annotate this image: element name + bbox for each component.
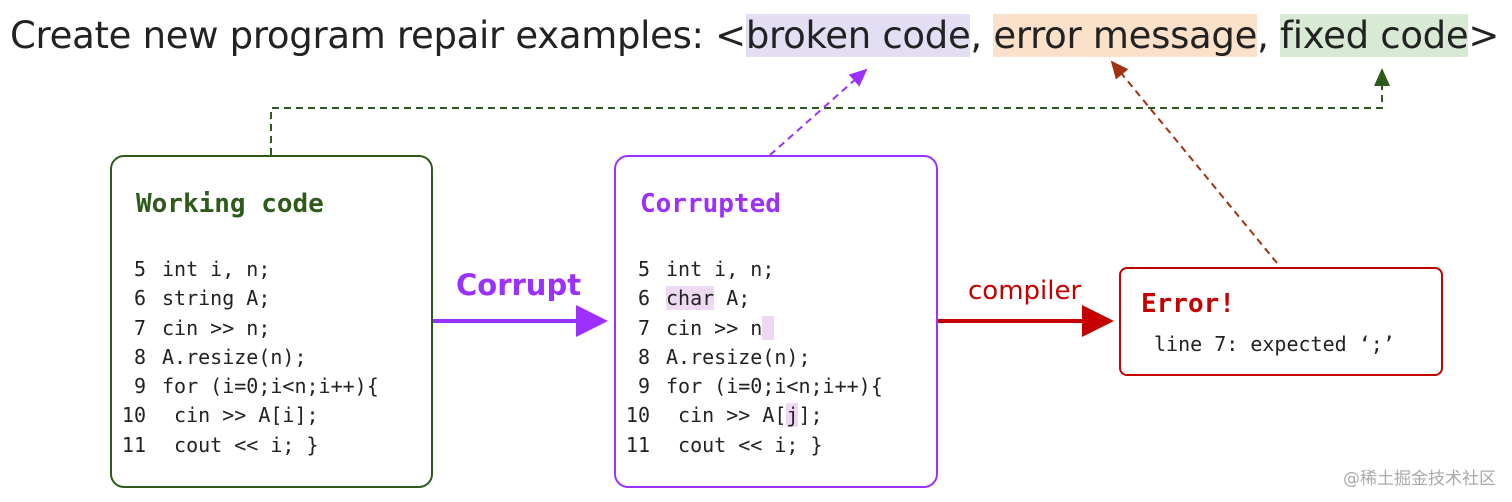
code-line: 10 cin >> A[j]; bbox=[616, 401, 883, 430]
line-text: int i, n; bbox=[162, 257, 271, 281]
corrupted-code-lines: 5 int i, n; 6 char A; 7 cin >> n 8 A.resize(n)… bbox=[616, 255, 883, 460]
line-text: cout << i; } bbox=[666, 432, 823, 457]
sep: , bbox=[970, 14, 994, 57]
line-text: A.resize(n); bbox=[162, 344, 307, 369]
error-box: Error! line 7: expected ‘;’ bbox=[1119, 267, 1443, 376]
green-dashed-arrow bbox=[270, 68, 1390, 155]
headline-prefix: Create new program repair examples: < bbox=[10, 14, 746, 57]
line-text: cin >> A[ bbox=[666, 403, 787, 428]
line-number: 9 bbox=[133, 374, 146, 399]
code-line: 10 cin >> A[i]; bbox=[112, 401, 379, 430]
line-text: for (i=0;i<n;i++){ bbox=[162, 374, 379, 399]
headline-suffix: > bbox=[1468, 14, 1500, 57]
code-line: 5 int i, n; bbox=[616, 255, 883, 284]
line-text: string A; bbox=[162, 286, 271, 311]
line-number: 11 bbox=[625, 432, 650, 457]
line-text: A; bbox=[714, 286, 751, 311]
line-number: 7 bbox=[133, 315, 146, 340]
line-number: 6 bbox=[133, 286, 146, 311]
corrupted-title: Corrupted bbox=[640, 189, 781, 219]
line-text: A.resize(n); bbox=[666, 344, 811, 369]
line-number: 5 bbox=[133, 257, 146, 281]
corruption-highlight bbox=[762, 315, 775, 340]
code-line: 5 int i, n; bbox=[112, 255, 379, 284]
watermark: @稀土掘金技术社区 bbox=[1343, 469, 1496, 489]
working-code-box: Working code 5 int i, n; 6 string A; 7 cin >>… bbox=[110, 155, 433, 488]
error-title: Error! bbox=[1141, 289, 1235, 319]
line-text: cin >> A[i]; bbox=[162, 403, 319, 428]
line-text: ]; bbox=[798, 403, 823, 428]
code-line: 6 string A; bbox=[112, 284, 379, 313]
line-text: for (i=0;i<n;i++){ bbox=[666, 374, 883, 399]
line-text: int i, n; bbox=[666, 257, 775, 281]
sep: , bbox=[1257, 14, 1281, 57]
working-code-lines: 5 int i, n; 6 string A; 7 cin >> n; 8 A.resize(… bbox=[112, 255, 379, 460]
code-line: 9 for (i=0;i<n;i++){ bbox=[112, 372, 379, 401]
line-number: 8 bbox=[133, 344, 146, 369]
line-number: 10 bbox=[625, 403, 650, 428]
code-line: 7 cin >> n bbox=[616, 314, 883, 343]
code-line: 11 cout << i; } bbox=[616, 431, 883, 460]
red-dashed-arrow bbox=[1110, 60, 1278, 264]
code-line: 9 for (i=0;i<n;i++){ bbox=[616, 372, 883, 401]
headline: Create new program repair examples: <bro… bbox=[10, 14, 1499, 57]
line-text: cin >> n bbox=[666, 315, 763, 340]
line-number: 11 bbox=[121, 432, 146, 457]
code-line: 8 A.resize(n); bbox=[616, 343, 883, 372]
corruption-highlight: char bbox=[666, 286, 715, 311]
line-number: 6 bbox=[637, 286, 650, 311]
line-text: cin >> n; bbox=[162, 315, 271, 340]
compiler-label: compiler bbox=[968, 276, 1082, 306]
error-message-label: error message bbox=[993, 14, 1258, 57]
line-number: 7 bbox=[637, 315, 650, 340]
line-number: 8 bbox=[637, 344, 650, 369]
line-number: 10 bbox=[121, 403, 146, 428]
code-line: 7 cin >> n; bbox=[112, 314, 379, 343]
line-text: cout << i; } bbox=[162, 432, 319, 457]
corruption-highlight: j bbox=[786, 403, 799, 428]
line-number: 5 bbox=[637, 257, 650, 281]
code-line: 8 A.resize(n); bbox=[112, 343, 379, 372]
working-code-title: Working code bbox=[136, 189, 324, 219]
corrupt-label: Corrupt bbox=[456, 268, 582, 302]
code-line: 6 char A; bbox=[616, 284, 883, 313]
code-line: 11 cout << i; } bbox=[112, 431, 379, 460]
line-number: 9 bbox=[637, 374, 650, 399]
error-message: line 7: expected ‘;’ bbox=[1154, 332, 1395, 356]
broken-code-label: broken code bbox=[745, 14, 971, 57]
purple-dashed-arrow bbox=[769, 68, 868, 156]
fixed-code-label: fixed code bbox=[1280, 14, 1469, 57]
